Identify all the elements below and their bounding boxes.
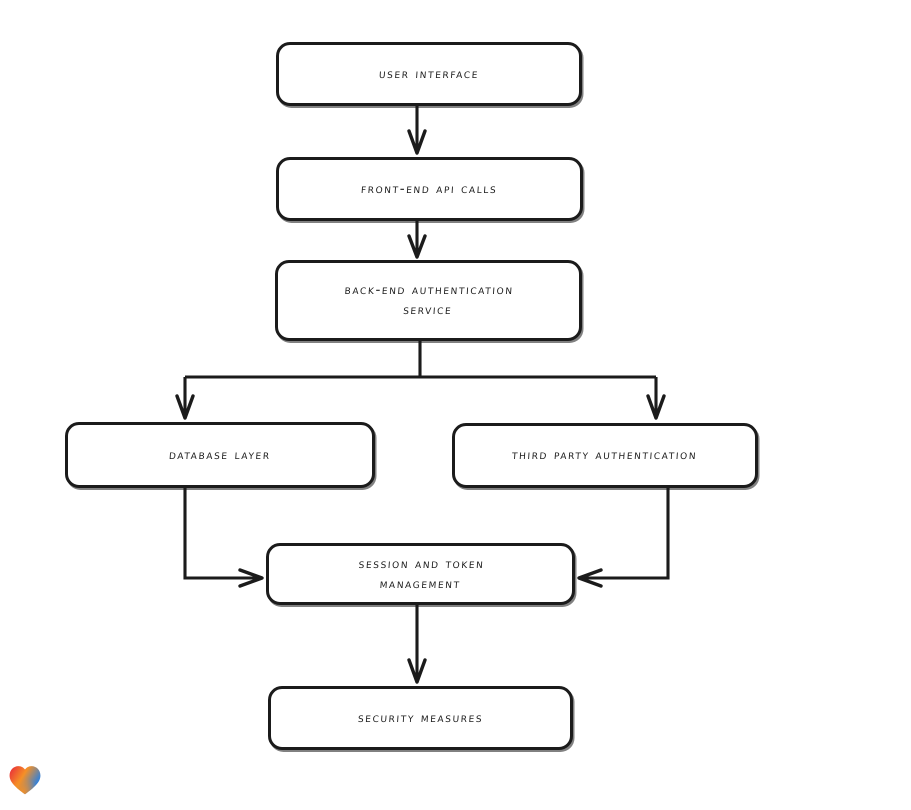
node-label: Database Layer <box>168 446 272 463</box>
node-third-party-authentication[interactable]: Third Party Authentication <box>452 423 758 488</box>
node-session-and-token-management[interactable]: Session and Token Management <box>266 543 575 605</box>
node-label: Third Party Authentication <box>511 447 699 464</box>
node-label: Front-End API Calls <box>360 180 499 197</box>
edge-backend-to-thirdparty <box>646 377 666 420</box>
edge-session-to-security <box>407 605 427 684</box>
node-label: User Interface <box>378 65 480 82</box>
edge-backend-to-database <box>175 377 195 420</box>
node-database-layer[interactable]: Database Layer <box>65 422 375 488</box>
node-front-end-api-calls[interactable]: Front-End API Calls <box>276 157 583 221</box>
edge-api-to-backend <box>407 221 427 259</box>
edge-thirdparty-to-session <box>577 488 670 588</box>
node-back-end-authentication-service[interactable]: Back-End Authentication Service <box>275 260 582 341</box>
edge-backend-fork-trunk <box>185 341 656 379</box>
node-user-interface[interactable]: User Interface <box>276 42 582 106</box>
node-label: Session and Token Management <box>357 555 485 592</box>
node-label: Security Measures <box>357 709 484 726</box>
node-label: Back-End Authentication Service <box>344 282 515 319</box>
edge-ui-to-api <box>407 106 427 155</box>
node-security-measures[interactable]: Security Measures <box>268 686 573 750</box>
edge-database-to-session <box>183 488 264 588</box>
heart-icon <box>9 766 41 795</box>
